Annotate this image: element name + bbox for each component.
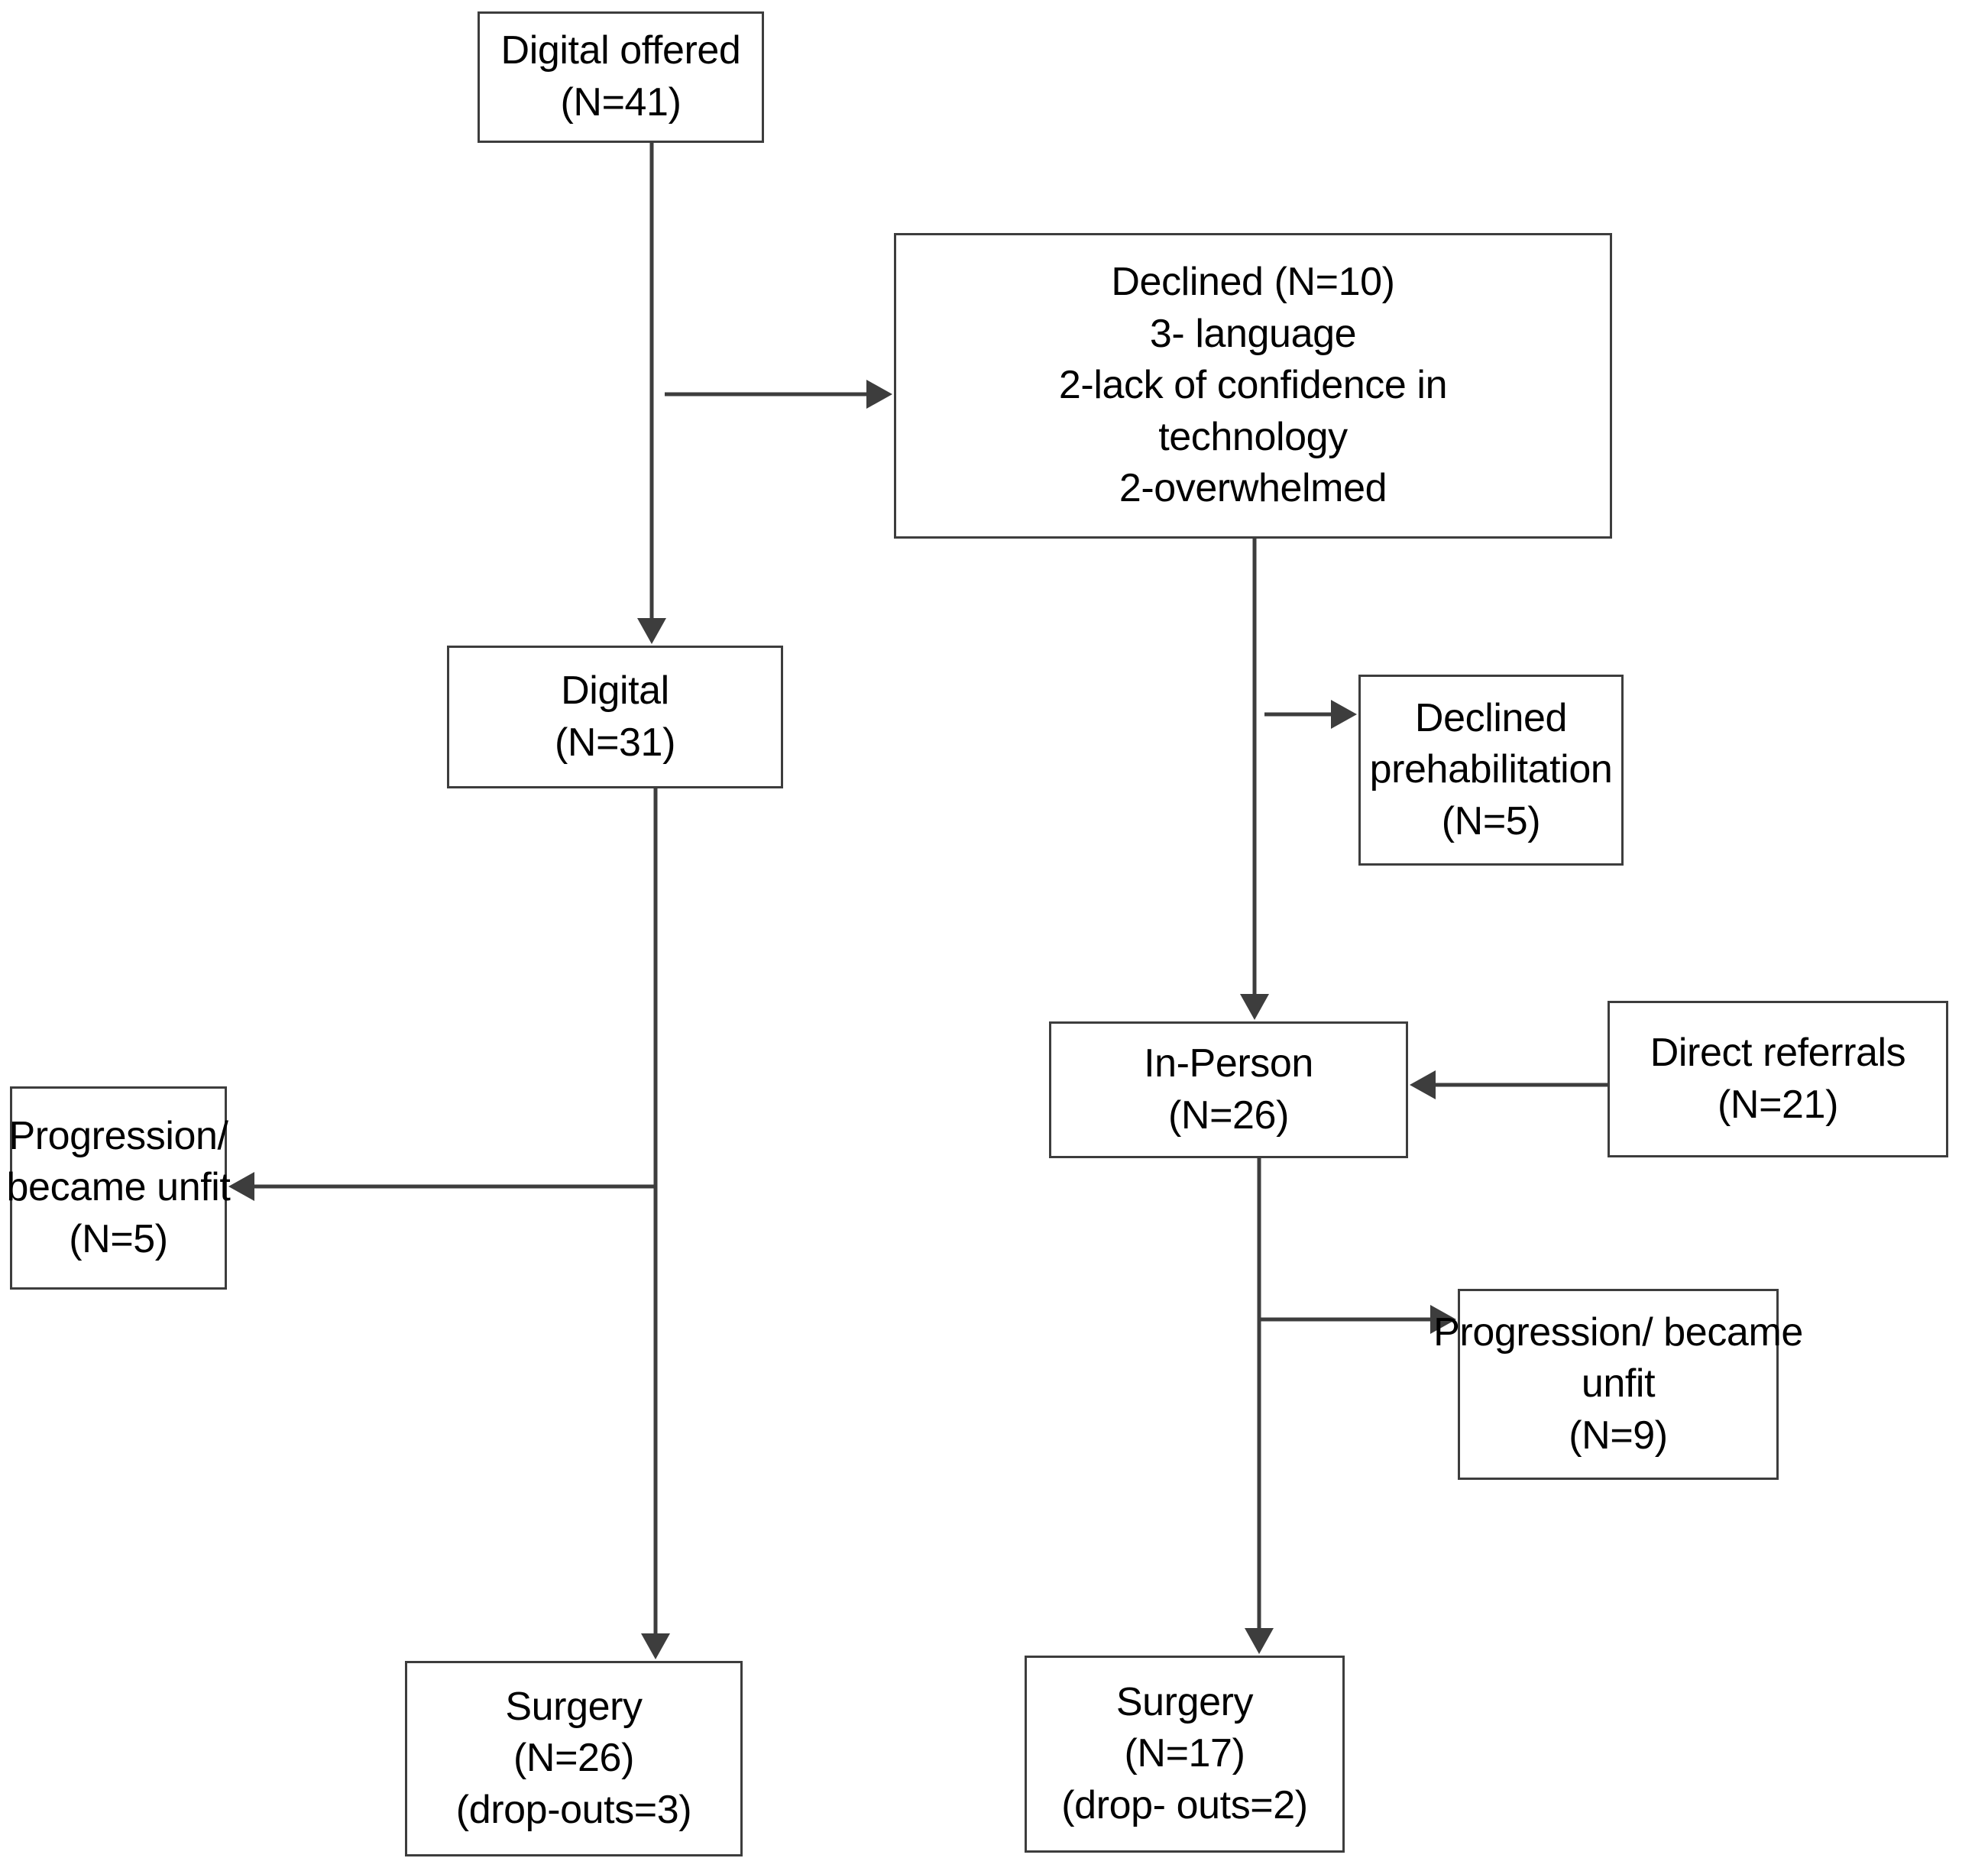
digital-offered-box: Digital offered (N=41): [478, 11, 764, 143]
edge-digital-to-surgery-arrowhead-icon: [641, 1633, 670, 1659]
declined-box-line: 3- language: [1149, 311, 1357, 356]
declined-box-line: 2-overwhelmed: [1119, 466, 1387, 511]
surgery-digital-box-line: Surgery: [505, 1684, 643, 1729]
surgery-digital-box-line: (drop-outs=3): [455, 1787, 692, 1832]
declined-prehabilitation-box: Declined prehabilitation (N=5): [1358, 675, 1624, 866]
direct-referrals-box-line: Direct referrals: [1650, 1030, 1906, 1075]
edge-direct-referrals-to-in-person: [1410, 1070, 1608, 1099]
in-person-box-line: (N=26): [1168, 1092, 1289, 1138]
surgery-digital-box: Surgery (N=26) (drop-outs=3): [405, 1661, 743, 1856]
edge-digital-offered-to-declined-arrowhead-icon: [866, 380, 892, 409]
declined-box-line: Declined (N=10): [1111, 260, 1395, 305]
progression-became-unfit-digital-box: Progression/became unfit (N=5): [7, 1086, 231, 1290]
declined-box: Declined (N=10) 3- language 2-lack of conf…: [894, 233, 1612, 539]
edge-digital-to-progression-unfit-arrowhead-icon: [228, 1172, 254, 1201]
edge-declined-to-in-person-arrowhead-icon: [1240, 994, 1269, 1020]
progression-became-unfit-in-person-box: Progression/ became unfit (N=9): [1433, 1289, 1803, 1480]
digital-box-line: (N=31): [555, 720, 675, 765]
declined-prehabilitation-box-line: (N=5): [1441, 798, 1541, 843]
progression-became-unfit-in-person-box-line: unfit: [1581, 1361, 1656, 1406]
edge-digital-offered-to-declined: [665, 380, 892, 409]
digital-offered-box-line: (N=41): [560, 80, 682, 125]
declined-prehabilitation-box-line: prehabilitation: [1369, 747, 1613, 792]
edge-declined-to-in-person: [1240, 539, 1269, 1020]
surgery-in-person-box-line: Surgery: [1115, 1679, 1254, 1724]
progression-became-unfit-in-person-box-line: (N=9): [1569, 1413, 1668, 1458]
edge-digital-offered-to-digital-arrowhead-icon: [637, 618, 666, 644]
edge-in-person-to-surgery: [1245, 1158, 1274, 1654]
edge-direct-referrals-to-in-person-arrowhead-icon: [1410, 1070, 1436, 1099]
edge-digital-to-progression-unfit: [228, 1172, 656, 1201]
surgery-in-person-box-line: (drop- outs=2): [1061, 1782, 1308, 1827]
edge-in-person-to-surgery-arrowhead-icon: [1245, 1628, 1274, 1654]
direct-referrals-box: Direct referrals (N=21): [1608, 1001, 1948, 1157]
progression-became-unfit-digital-box-line: Progression/: [8, 1113, 228, 1158]
declined-box-line: technology: [1158, 414, 1348, 459]
progression-became-unfit-digital-box-line: (N=5): [69, 1216, 168, 1261]
declined-box-line: 2-lack of confidence in: [1058, 363, 1448, 408]
surgery-in-person-box: Surgery (N=17) (drop- outs=2): [1025, 1656, 1345, 1853]
edge-digital-to-surgery: [641, 788, 670, 1659]
in-person-box-line: In-Person: [1144, 1041, 1313, 1086]
edge-declined-to-declined-prehabilitation-arrowhead-icon: [1331, 700, 1357, 729]
digital-offered-box-line: Digital offered: [500, 28, 741, 73]
digital-box-line: Digital: [561, 668, 669, 713]
surgery-digital-box-line: (N=26): [513, 1736, 634, 1781]
direct-referrals-box-line: (N=21): [1718, 1082, 1838, 1127]
edge-digital-offered-to-digital: [637, 143, 666, 644]
progression-became-unfit-in-person-box-line: Progression/ became: [1433, 1309, 1803, 1355]
digital-box: Digital (N=31): [447, 646, 783, 788]
edge-in-person-to-progression-unfit: [1259, 1305, 1456, 1334]
edge-declined-to-declined-prehabilitation: [1264, 700, 1357, 729]
declined-prehabilitation-box-line: Declined: [1414, 695, 1568, 740]
surgery-in-person-box-line: (N=17): [1124, 1731, 1245, 1776]
progression-became-unfit-digital-box-line: became unfit: [6, 1165, 231, 1210]
in-person-box: In-Person (N=26): [1049, 1021, 1408, 1158]
